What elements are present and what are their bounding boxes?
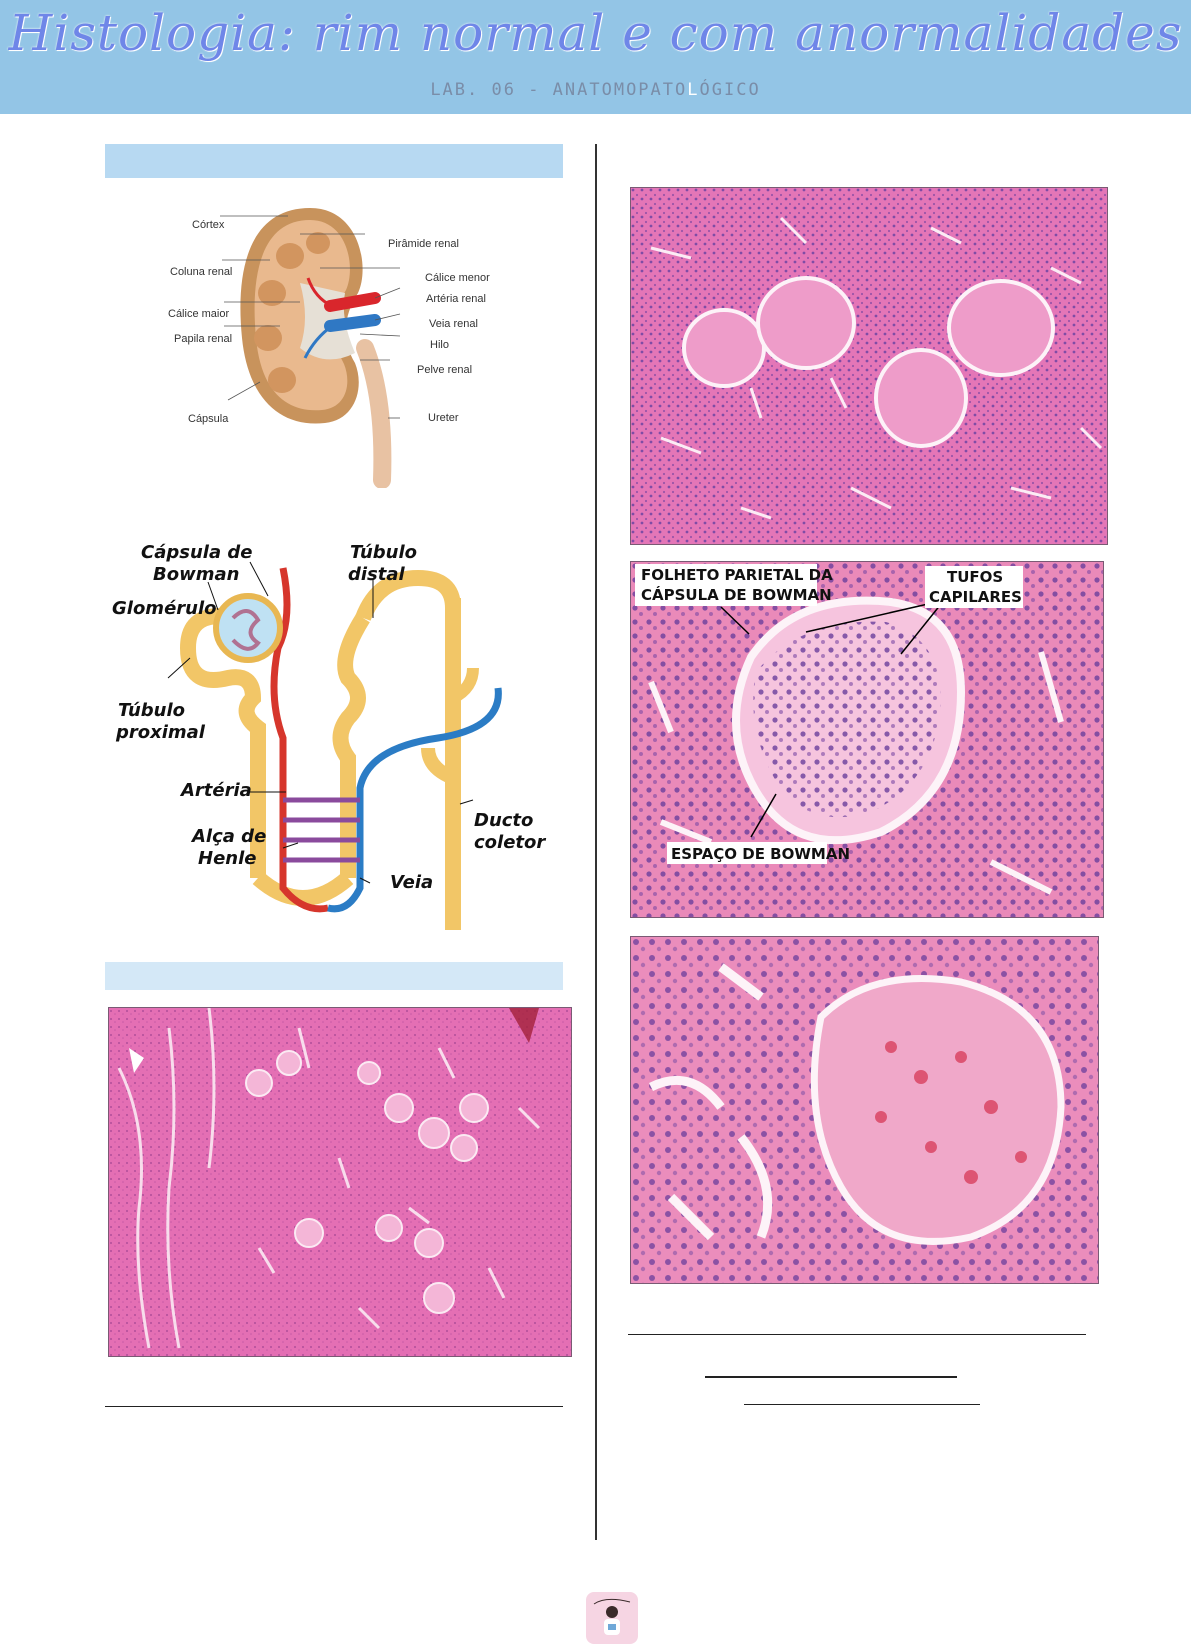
page-subtitle: LAB. 06 - ANATOMOPATOLÓGICO — [0, 80, 1191, 100]
label-veia-renal: Veia renal — [429, 318, 478, 330]
subtitle-main: LAB. 06 - ANATOMOPATO — [430, 80, 688, 100]
answer-line-right-2 — [705, 1376, 957, 1378]
label-tufos-2: CAPILARES — [929, 588, 1022, 606]
label-capsula-bowman-2: Bowman — [153, 564, 239, 585]
label-papila: Papila renal — [174, 333, 232, 345]
label-tubulo-proximal-1: Túbulo — [118, 700, 185, 721]
answer-line-right-3 — [744, 1404, 980, 1405]
label-calice-menor: Cálice menor — [425, 272, 490, 284]
micrograph-cortex-glomeruli — [630, 187, 1108, 545]
answer-line-left — [105, 1406, 563, 1407]
label-alca-henle-2: Henle — [198, 848, 256, 869]
label-capsula-bowman-1: Cápsula de — [141, 542, 252, 563]
label-ducto-coletor-2: coletor — [474, 832, 546, 853]
kidney-anatomy-diagram: Córtex Pirâmide renal Coluna renal Cálic… — [160, 198, 500, 488]
subtitle-highlight: L — [687, 80, 700, 100]
label-ducto-coletor-1: Ducto — [474, 810, 533, 831]
subtitle-end: ÓGICO — [699, 80, 761, 100]
nephron-diagram: Cápsula de Bowman Túbulo distal Glomérul… — [108, 538, 558, 938]
label-calice-maior: Cálice maior — [168, 308, 229, 320]
label-folheto-1: FOLHETO PARIETAL DA — [641, 566, 833, 584]
section-bar-top — [105, 144, 563, 178]
column-divider — [595, 144, 597, 1540]
label-arteria-renal: Artéria renal — [426, 293, 486, 305]
answer-line-right-1 — [628, 1334, 1086, 1335]
label-alca-henle-1: Alça de — [190, 826, 266, 847]
footer-logo — [586, 1592, 638, 1644]
micrograph-glomerulus-high-power — [630, 936, 1099, 1284]
micrograph-kidney-low-power — [108, 1007, 572, 1357]
section-bar-middle — [105, 962, 563, 990]
label-coluna: Coluna renal — [170, 266, 232, 278]
label-ureter: Ureter — [428, 412, 459, 424]
label-espaco-bowman: ESPAÇO DE BOWMAN — [671, 845, 850, 863]
label-glomerulo: Glomérulo — [112, 598, 217, 619]
label-tubulo-distal-2: distal — [348, 564, 406, 585]
label-folheto-2: CÁPSULA DE BOWMAN — [641, 585, 832, 604]
label-veia: Veia — [390, 872, 433, 893]
label-pelve: Pelve renal — [417, 364, 472, 376]
label-tubulo-distal-1: Túbulo — [350, 542, 417, 563]
page-title: Histologia: rim normal e com anormalidad… — [8, 4, 1183, 62]
label-arteria: Artéria — [179, 780, 252, 801]
label-hilo: Hilo — [430, 339, 449, 351]
label-cortex: Córtex — [192, 219, 225, 231]
label-tufos-1: TUFOS — [947, 568, 1003, 586]
page-header: Histologia: rim normal e com anormalidad… — [0, 0, 1191, 114]
label-piramide: Pirâmide renal — [388, 238, 459, 250]
micrograph-glomerulus-annotated: FOLHETO PARIETAL DA CÁPSULA DE BOWMAN TU… — [630, 561, 1104, 918]
label-tubulo-proximal-2: proximal — [115, 722, 206, 743]
label-capsula: Cápsula — [188, 413, 229, 425]
